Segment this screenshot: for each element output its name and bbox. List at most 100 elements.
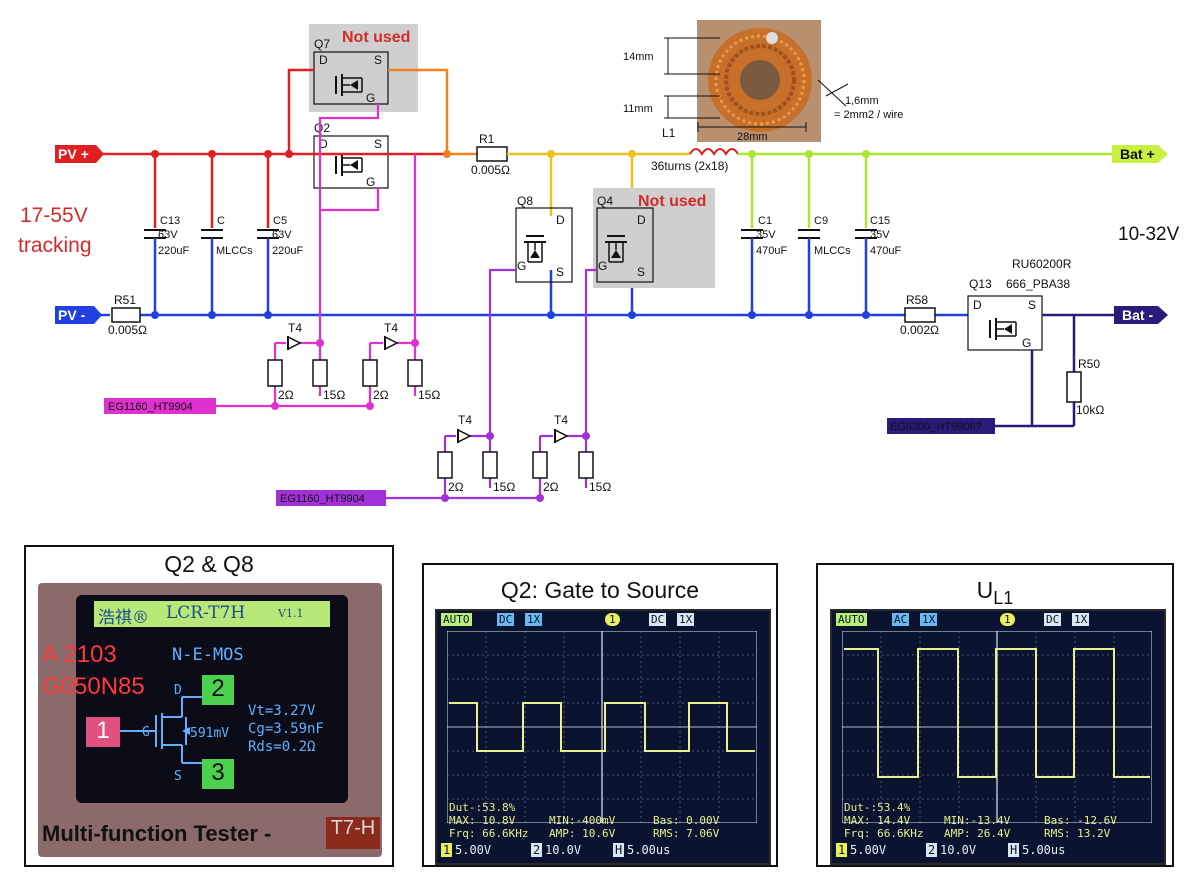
l1-value: 36turns (2x18) xyxy=(651,159,728,173)
q7-not-used-label: Not used xyxy=(342,29,410,46)
scope2-max: MAX: 14.4V xyxy=(844,814,911,827)
scope1-bas: Bas: 0.00V xyxy=(653,814,720,827)
tester-part-line2: G050N85 xyxy=(42,673,145,700)
r1-label: R1 xyxy=(479,132,495,146)
scope2-duty: Dut-:53.4% xyxy=(844,801,911,814)
tester-header: 浩祺® LCR-T7H V1.1 xyxy=(94,601,330,628)
tester-photo: 浩祺® LCR-T7H V1.1 N-E-MOS 2 1 3 D G S xyxy=(38,583,382,857)
diode-b2-label: T4 xyxy=(554,413,568,427)
res-a3-label: 2Ω xyxy=(373,388,389,402)
q7-label: Q7 xyxy=(314,37,330,51)
res-a2-label: 15Ω xyxy=(323,388,345,402)
scope2-bottom-bar: 1 5.00V 2 10.0V H 5.00us xyxy=(836,843,1066,857)
tester-rds: Rds=0.2Ω xyxy=(248,739,316,755)
r50-label: R50 xyxy=(1078,357,1100,371)
c5-voltage: 63V xyxy=(272,229,292,241)
scope1-top-bar: AUTO DC 1X 1 DC 1X xyxy=(439,613,765,629)
q4-pin-s: S xyxy=(637,265,645,279)
diode-a1-label: T4 xyxy=(288,321,302,335)
c1-value: 470uF xyxy=(756,245,787,257)
c9-label: C9 xyxy=(814,215,828,227)
scope1-duty: Dut-:53.8% xyxy=(449,801,516,814)
scope1-trig-coupling: DC xyxy=(649,613,667,626)
res-b1-label: 2Ω xyxy=(448,480,464,494)
q4-not-used-shade xyxy=(593,188,715,288)
bat-plus-rail xyxy=(738,152,1122,228)
scope1-time-scale: 5.00us xyxy=(627,843,671,857)
r50-resistor xyxy=(1066,371,1082,403)
scope1-bottom-bar: 1 5.00V 2 10.0V H 5.00us xyxy=(441,843,671,857)
r1-value: 0.005Ω xyxy=(471,163,510,177)
q13-part-line1: RU60200R xyxy=(1012,257,1072,271)
output-range: 10-32V xyxy=(1118,224,1180,245)
gate-network-a xyxy=(267,335,423,387)
toroid-wire-dia: 1,6mm xyxy=(845,95,879,107)
scope2-ch1-scale: 5.00V xyxy=(850,843,887,857)
q2-symbol xyxy=(313,135,389,189)
scope2-panel: UL1 AUTO AC 1X 1 DC 1X Dut-:53.4% xyxy=(816,563,1174,867)
scope1-trig-probe: 1X xyxy=(677,613,695,626)
bat-plus-label: Bat + xyxy=(1120,146,1155,162)
c15-value: 470uF xyxy=(870,245,901,257)
r51-label: R51 xyxy=(114,293,136,307)
toroid-dim-height: 14mm xyxy=(623,51,654,63)
scope2-title-main: U xyxy=(976,577,994,603)
tester-pin-g: G xyxy=(142,725,150,740)
res-b4-label: 15Ω xyxy=(589,480,611,494)
scope2-screen: AUTO AC 1X 1 DC 1X Dut-:53.4% MAX: 14.4V xyxy=(830,609,1166,865)
pv-minus-label: PV - xyxy=(58,307,86,323)
pv-plus-tag xyxy=(55,145,104,163)
driver1-tag xyxy=(104,398,216,414)
scope2-auto: AUTO xyxy=(836,613,867,626)
tester-version: V1.1 xyxy=(278,607,304,620)
q13-part-line2: 666_PBA38 xyxy=(1006,277,1070,291)
toroid-dim-width: 28mm xyxy=(737,131,768,143)
scope2-top-bar: AUTO AC 1X 1 DC 1X xyxy=(834,613,1160,629)
tester-pin2: 2 xyxy=(202,675,234,705)
q13-pin-d: D xyxy=(973,298,982,312)
tester-pin3: 3 xyxy=(202,759,234,789)
input-range-line2: tracking xyxy=(18,234,92,257)
c5-value: 220uF xyxy=(272,245,303,257)
scope1-ch2-scale: 10.0V xyxy=(545,843,582,857)
scope1-probe: 1X xyxy=(525,613,543,626)
bat-minus-rail xyxy=(995,313,1122,428)
tester-vf: 591mV xyxy=(190,726,230,741)
q2-pin-d: D xyxy=(319,137,328,151)
scope1-amp: AMP: 10.6V xyxy=(549,827,616,840)
tester-pin-s: S xyxy=(174,769,182,784)
r50-value: 10kΩ xyxy=(1076,403,1104,417)
q4-pin-d: D xyxy=(637,213,646,227)
driver2-tag xyxy=(276,490,386,506)
scope2-frq: Frq: 66.6KHz xyxy=(844,827,924,840)
r58-value: 0.002Ω xyxy=(900,323,939,337)
scope2-measurements: Dut-:53.4% MAX: 14.4V MIN:-13.4V Bas: -1… xyxy=(844,801,1154,840)
toroid-wire-area: = 2mm2 / wire xyxy=(834,109,903,121)
q8-label: Q8 xyxy=(517,194,533,208)
scope1-coupling: DC xyxy=(497,613,515,626)
tester-panel: Q2 & Q8 浩祺® LCR-T7H V1.1 N-E-MOS 2 1 3 D… xyxy=(24,545,394,867)
c-label: C xyxy=(217,215,225,227)
scope1-waveform xyxy=(447,631,757,823)
bat-minus-label: Bat - xyxy=(1122,307,1153,323)
q13-pin-s: S xyxy=(1028,298,1036,312)
c13-value: 220uF xyxy=(158,245,189,257)
tester-pin1: 1 xyxy=(86,717,120,747)
q8-symbol xyxy=(515,207,573,283)
diode-a2-label: T4 xyxy=(384,321,398,335)
q8-pin-d: D xyxy=(556,213,565,227)
q13-pin-g: G xyxy=(1022,336,1031,350)
q8-pin-s: S xyxy=(556,265,564,279)
q4-symbol xyxy=(596,207,654,283)
scope2-amp: AMP: 26.4V xyxy=(944,827,1011,840)
scope2-bas: Bas: -12.6V xyxy=(1044,814,1117,827)
tester-vt: Vt=3.27V xyxy=(248,703,316,719)
res-a4-label: 15Ω xyxy=(418,388,440,402)
tester-screen: 浩祺® LCR-T7H V1.1 N-E-MOS 2 1 3 D G S xyxy=(76,595,348,803)
bat-minus-tag xyxy=(1114,306,1168,324)
scope2-waveform xyxy=(842,631,1152,823)
c-value: MLCCs xyxy=(216,245,253,257)
tester-footer: Multi-function Tester - xyxy=(42,821,272,846)
r58-label: R58 xyxy=(906,293,928,307)
l1-label: L1 xyxy=(662,126,676,140)
